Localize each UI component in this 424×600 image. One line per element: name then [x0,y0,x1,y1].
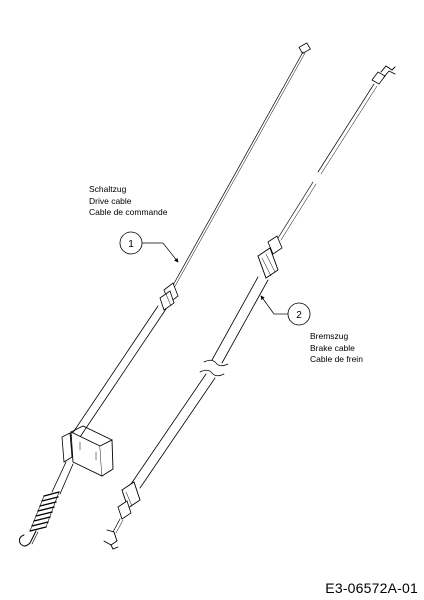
drive-cable-label: Schaltzug Drive cable Cable de commande [89,184,167,219]
drive-cable [19,42,311,547]
brake-cable-label: Bremszug Brake cable Cable de frein [310,331,363,366]
drive-cable-top-fitting [298,42,311,55]
callout-1-number: 1 [128,239,134,250]
drive-cable-label-de: Schaltzug [89,184,127,194]
brake-cable [103,65,396,550]
callout-1: 1 [119,231,179,263]
drive-cable-adjuster [159,282,179,311]
drive-cable-label-en: Drive cable [89,195,132,206]
brake-cable-end-hook [103,529,119,550]
drive-cable-sheath [69,305,159,438]
brake-cable-sheath [211,276,259,361]
drive-cable-spring [29,491,60,532]
brake-cable-label-en: Brake cable [310,342,355,353]
brake-cable-label-fr: Cable de frein [310,354,363,364]
drawing-number: E3-06572A-01 [325,580,418,596]
drive-cable-inner-wire [171,51,304,288]
drive-cable-label-fr: Cable de commande [89,207,168,217]
brake-cable-top-fitting [371,65,396,85]
brake-cable-adjuster [257,235,283,279]
brake-cable-label-de: Bremszug [310,331,349,341]
brake-cable-lower-ferrule [117,481,141,520]
callout-2-number: 2 [296,310,302,321]
brake-cable-inner-wire [317,83,375,173]
callout-2: 2 [260,295,311,326]
drive-cable-end-hook [19,530,39,547]
drive-cable-clamp [61,425,114,477]
